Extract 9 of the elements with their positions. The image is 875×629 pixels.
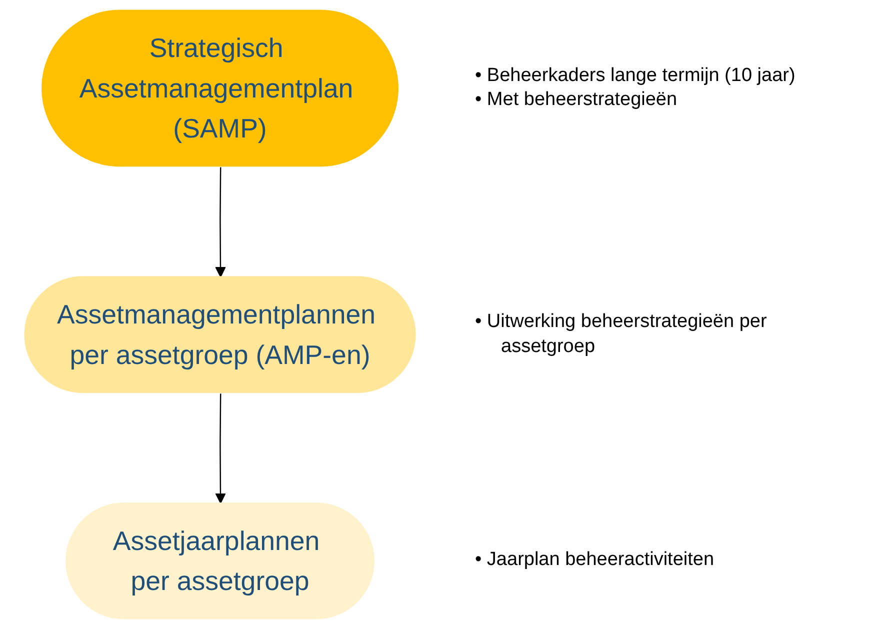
bullet-text: • Jaarplan beheeractiviteiten — [475, 548, 716, 572]
node-box: Assetmanagementplannen per assetgroep (AMP-en) — [24, 276, 416, 393]
arrow — [215, 394, 226, 504]
node-box: Assetjaarplannen per assetgroep — [66, 502, 374, 620]
node-box: Strategisch Assetmanagementplan (SAMP) — [42, 10, 398, 167]
bullet-text: • Met beheerstrategieën — [475, 88, 678, 112]
arrow — [215, 167, 226, 278]
bullet-text: • Uitwerking beheerstrategieën per assetgroep — [475, 310, 768, 359]
bullet-text: • Beheerkaders lange termijn (10 jaar) — [475, 64, 796, 88]
